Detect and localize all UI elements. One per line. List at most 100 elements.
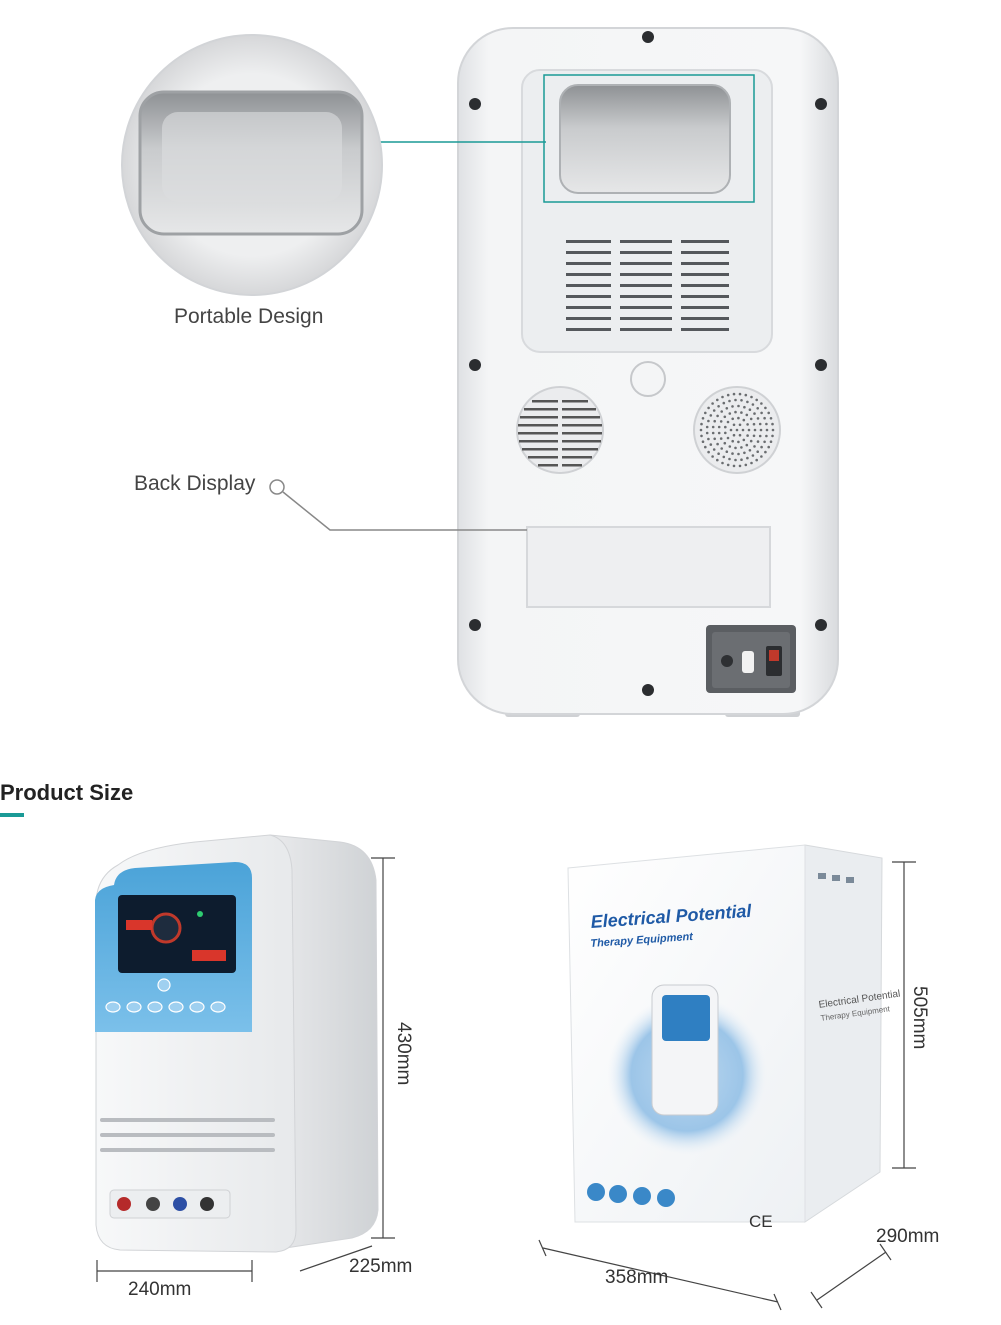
speaker-hole [705,425,709,429]
speaker-hole [746,456,749,460]
speaker-hole [717,431,721,435]
speaker-hole [741,428,745,432]
speaker-hole [729,428,733,432]
speaker-hole [753,445,756,448]
speaker-hole [734,458,737,462]
speaker-hole [707,450,710,454]
speaker-hole [751,454,755,457]
speaker-hole [700,434,703,438]
speaker-hole [734,410,737,414]
speaker-hole [722,401,726,405]
box-depth-label: 290mm [876,1226,940,1247]
speaker-hole [771,422,774,426]
speaker-hole [765,422,768,426]
speaker-hole [732,433,736,437]
speaker-hole [742,418,746,422]
speaker-hole [753,412,756,415]
speaker-hole [721,395,724,399]
speaker-hole [731,439,734,443]
speaker-hole [724,425,727,429]
speaker-hole [707,419,710,423]
speaker-hole [704,445,707,449]
speaker-hole [726,420,730,424]
speaker-hole [752,422,756,426]
speaker-hole [767,411,770,415]
speaker-hole [756,407,759,410]
speaker-hole [756,417,760,420]
speaker-hole [742,438,746,442]
speaker-hole [731,417,734,421]
speaker-hole [720,410,723,413]
speaker-hole [769,417,773,420]
speaker-hole [763,440,766,444]
speaker-hole [748,408,752,412]
speaker-hole [744,463,748,467]
speaker-hole [719,437,723,440]
handle-recess [559,84,731,194]
speaker-hole [759,428,763,432]
speaker-hole [765,434,768,438]
speaker-hole [728,399,731,403]
speaker-hole [738,392,742,396]
speaker-hole [709,443,713,446]
speaker-hole [724,431,727,435]
callout-marker-icon [269,479,285,495]
speaker-hole [756,450,759,454]
speaker-hole [760,445,763,449]
device-height-label: 430mm [393,1022,414,1086]
speaker-hole [760,402,763,405]
speaker-hole [726,436,730,440]
speaker-hole [725,450,729,454]
speaker-hole [723,441,727,445]
speaker-hole [700,422,703,426]
speaker-hole [728,445,732,448]
section-title-underline [0,813,24,817]
rear-button [630,361,666,397]
speaker-hole [737,452,740,456]
speaker-hole [738,423,742,427]
power-socket [721,655,733,667]
speaker-hole [738,464,742,468]
box-title: Electrical Potential [590,900,753,932]
speaker-hole [701,440,705,444]
speaker-hole [747,428,751,432]
vent-grille [566,240,729,331]
device-width-label: 240mm [128,1279,192,1300]
speaker-hole [732,423,736,427]
speaker-hole [746,434,749,437]
speaker-hole [737,416,740,420]
speaker-hole [740,411,743,414]
device-depth-label: 225mm [349,1256,413,1277]
speaker-hole [732,464,736,468]
speaker-hole [758,422,762,426]
box-front [567,844,806,1223]
speaker-hole [771,428,775,432]
speaker-hole [731,452,734,455]
speaker-hole [746,423,749,426]
speaker-hole [728,412,732,415]
speaker-hole [734,398,737,402]
speaker-hole [734,446,737,450]
speaker-hole [745,443,749,447]
speaker-hole [743,451,746,455]
speaker-hole [764,406,767,410]
speaker-hole [763,416,766,420]
speaker-hole [752,434,756,438]
speaker-hole [755,458,758,462]
speaker-hole [740,399,743,402]
back-display-area [526,526,771,608]
speaker-hole [740,446,743,449]
speaker-hole [745,413,749,417]
speaker-hole [711,455,714,458]
speaker-hole [756,440,760,443]
speaker-hole [748,449,752,452]
speaker-hole [755,398,758,402]
speaker-hole [712,409,716,412]
speaker-hole [749,417,753,421]
speaker-hole [735,428,739,432]
box-subtitle: Therapy Equipment [590,930,694,950]
speaker-hole [726,393,730,397]
speaker-hole [716,398,719,402]
control-panel [95,862,252,1032]
callout-portable-design: Portable Design [174,305,324,328]
